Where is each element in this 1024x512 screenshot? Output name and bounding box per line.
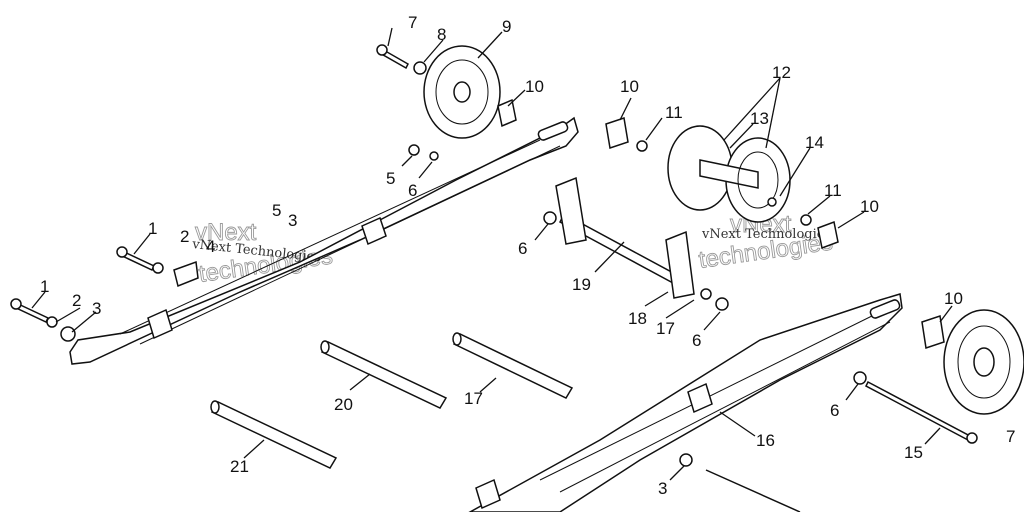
callout-20: 20 [334,395,353,414]
callout-19: 19 [572,275,591,294]
slide-rail-upper [69,116,579,365]
callout-10b: 10 [620,77,639,96]
spacer-10a [497,98,517,128]
spacer-10c [817,220,839,250]
callout-6a: 6 [408,181,417,200]
callout-18: 18 [628,309,647,328]
callout-10d: 10 [944,289,963,308]
washer-11b [800,214,812,226]
callout-7b: 7 [1006,427,1015,446]
bolt-7a [376,44,409,70]
washer-3b [60,326,76,342]
washer-3c [679,453,693,467]
callout-5b: 5 [272,201,281,220]
spacer-10b [605,117,629,149]
washer-6c [715,297,729,311]
callout-3c: 3 [658,479,667,498]
callout-16: 16 [756,431,775,450]
idler-wheel-13 [667,125,791,223]
callout-13: 13 [750,109,769,128]
nut-5a [408,144,420,156]
callout-14: 14 [805,133,824,152]
callout-12: 12 [772,63,791,82]
callout-8: 8 [437,25,446,44]
callouts: 7 8 9 10 10 11 12 13 14 5 6 11 10 1 2 4 … [40,13,1015,498]
bolt-15 [865,380,978,444]
washer-6a [429,151,439,161]
callout-3b: 3 [92,299,101,318]
bolt-1b [10,298,50,323]
callout-6b: 6 [518,239,527,258]
tube-17 [452,332,574,399]
slide-rail-lower [468,293,903,512]
tube-20 [320,340,448,409]
washer-2a [152,262,164,274]
callout-17a: 17 [656,319,675,338]
callout-2b: 2 [72,291,81,310]
washer-6d [853,371,867,385]
callout-1a: 1 [148,219,157,238]
callout-3a: 3 [288,211,297,230]
callout-21: 21 [230,457,249,476]
callout-6c: 6 [692,331,701,350]
bolt-1a [116,246,156,271]
leader-lines [31,27,953,481]
idler-wheel-right [943,309,1024,415]
spacer-10d [921,315,945,349]
callout-1b: 1 [40,277,49,296]
callout-11a: 11 [665,103,683,122]
watermark-ghost-1: vNext [195,219,257,246]
callout-4: 4 [206,237,215,256]
idler-wheel-9 [423,45,501,139]
callout-7a: 7 [408,13,417,32]
callout-5a: 5 [386,169,395,188]
callout-15: 15 [904,443,923,462]
washer-11a [636,140,648,152]
bolt-lower [705,469,801,512]
callout-9: 9 [502,17,511,36]
callout-11b: 11 [824,181,842,200]
watermark-group: vNext technologies vNext technologies vN… [191,211,835,289]
callout-2a: 2 [180,227,189,246]
washer-2b [46,316,58,328]
watermark-text-right: vNext Technologies [701,227,831,242]
washer-8 [413,61,427,75]
washer-6b [543,211,557,225]
callout-17b: 17 [464,389,483,408]
callout-6d: 6 [830,401,839,420]
callout-10a: 10 [525,77,544,96]
axle-19 [555,176,712,300]
tube-21 [210,400,338,469]
callout-10c: 10 [860,197,879,216]
